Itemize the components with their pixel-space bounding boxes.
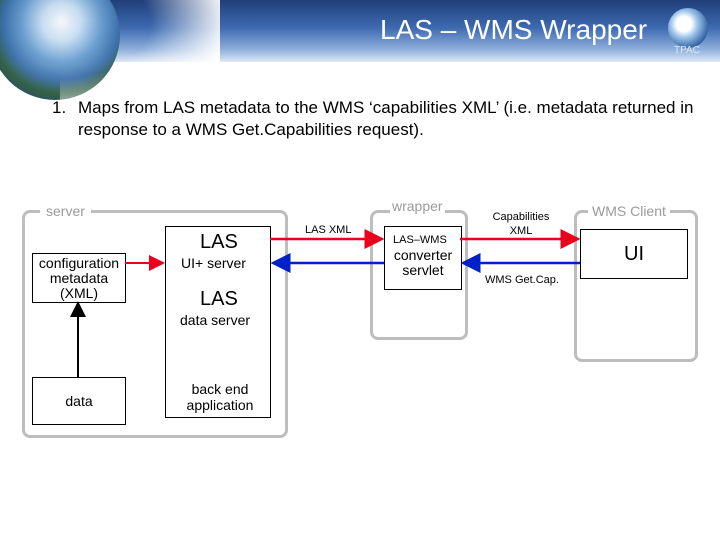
las-ui-subtitle: UI+ server — [181, 255, 246, 271]
server-label: server — [40, 203, 91, 219]
converter-main-label: converter servlet — [393, 247, 453, 278]
las-ui-title: LAS — [200, 231, 238, 253]
slide-title: LAS – WMS Wrapper — [380, 14, 648, 45]
las-ui-server-box — [165, 226, 271, 418]
converter-top-label: LAS–WMS — [393, 234, 447, 246]
bullet-text: Maps from LAS metadata to the WMS ‘capab… — [78, 98, 694, 139]
ui-box: UI — [580, 229, 688, 279]
capabilities-xml-label: Capabilities XML — [492, 211, 550, 237]
wms-getcap-label: WMS Get.Cap. — [485, 274, 559, 286]
las-data-title: LAS — [200, 288, 238, 310]
config-metadata-box: configuration metadata (XML) — [32, 253, 126, 303]
las-xml-label: LAS XML — [305, 224, 352, 236]
globe-fade — [60, 0, 220, 120]
back-end-application: back end application — [186, 381, 254, 413]
data-box: data — [32, 377, 126, 425]
las-data-subtitle: data server — [180, 312, 251, 328]
bullet-number: 1. — [52, 98, 67, 117]
tpac-logo-text: TPAC — [674, 45, 700, 56]
server-box — [22, 210, 288, 438]
wrapper-label: wrapper — [390, 198, 445, 214]
wms-client-label: WMS Client — [588, 203, 670, 219]
tpac-logo-icon — [668, 8, 708, 48]
